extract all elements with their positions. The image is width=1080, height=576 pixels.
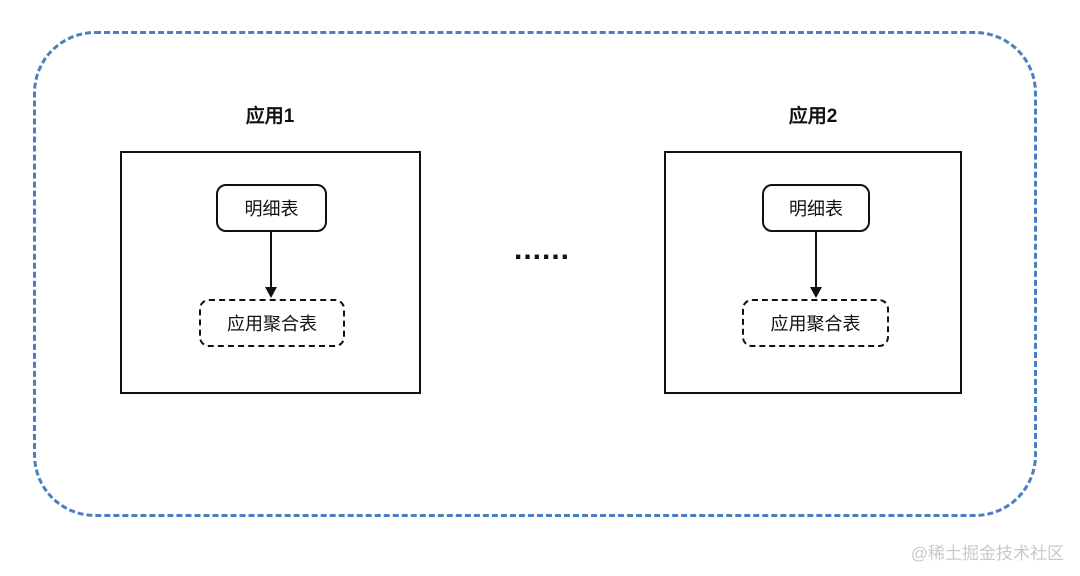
app2-arrow-line [815,232,817,289]
app2-title: 应用2 [788,106,838,127]
app1-arrow-line [270,232,272,289]
app2-detail-table-node: 明细表 [762,184,870,232]
app1-detail-table-label: 明细表 [244,199,299,219]
app2-aggregate-table-label: 应用聚合表 [770,314,861,334]
app1-aggregate-table-node: 应用聚合表 [199,299,345,347]
watermark-text: @稀土掘金技术社区 [910,544,1064,563]
app2-aggregate-table-node: 应用聚合表 [742,299,889,347]
app1-aggregate-table-label: 应用聚合表 [227,314,317,334]
app1-detail-table-node: 明细表 [216,184,327,232]
app1-arrow-head [265,287,277,298]
outer-dashed-boundary [33,31,1037,517]
app2-detail-table-label: 明细表 [789,199,843,219]
app1-title: 应用1 [245,106,295,127]
app2-arrow-head [810,287,822,298]
ellipsis-dots: ...... [513,233,570,266]
